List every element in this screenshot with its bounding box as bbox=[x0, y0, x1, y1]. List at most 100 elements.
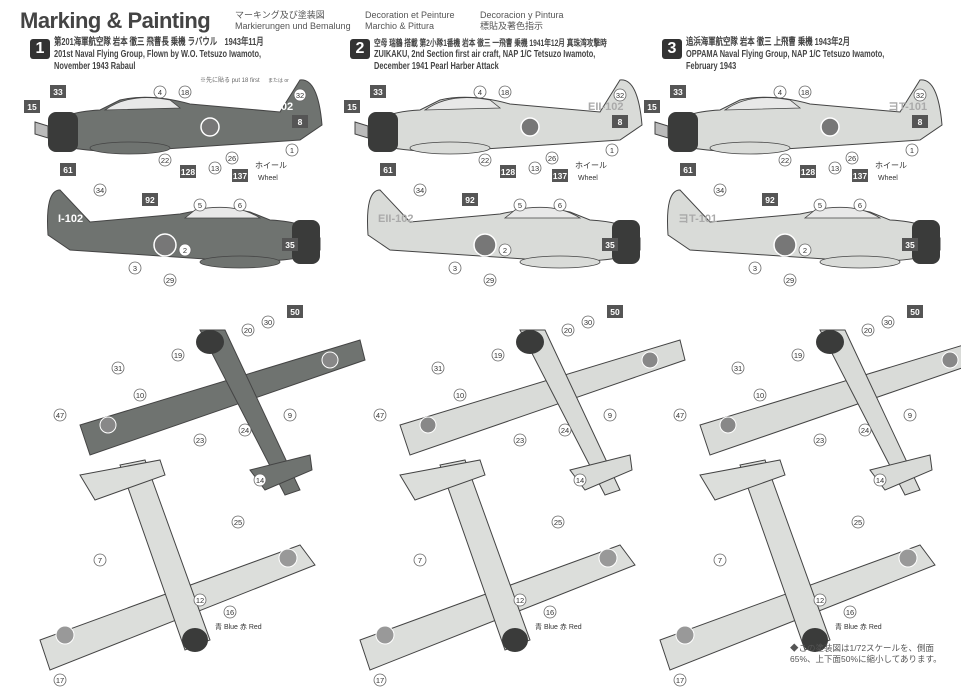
callout-15: 15 bbox=[24, 100, 40, 113]
canopy bbox=[723, 97, 802, 111]
callout-30: 30 bbox=[881, 315, 895, 329]
callout-number: 4 bbox=[158, 88, 162, 97]
callout-number: 25 bbox=[854, 518, 862, 527]
fuselage bbox=[367, 189, 641, 263]
hinomaru-roundel bbox=[200, 117, 220, 137]
wing bbox=[79, 339, 366, 456]
scheme-title-en: ZUIKAKU, 2nd Section first air craft, NA… bbox=[374, 49, 596, 60]
callout-circle bbox=[178, 243, 192, 257]
callout-circle bbox=[53, 408, 67, 422]
fuselage bbox=[739, 459, 831, 651]
callout-circle bbox=[558, 423, 572, 437]
callout-circle bbox=[513, 198, 527, 212]
fuselage bbox=[667, 189, 941, 263]
drop-tank bbox=[819, 255, 901, 269]
callout-number: 5 bbox=[198, 201, 202, 210]
callout-number: 14 bbox=[256, 476, 264, 485]
callout-number: 23 bbox=[816, 436, 824, 445]
callout-26: 26 bbox=[845, 151, 859, 165]
callout-circle bbox=[241, 323, 255, 337]
callout-50: 50 bbox=[907, 305, 923, 318]
callout-17: 17 bbox=[53, 673, 67, 687]
callout-5: 5 bbox=[513, 198, 527, 212]
callout-35: 35 bbox=[602, 238, 618, 251]
callout-15: 15 bbox=[344, 100, 360, 113]
scheme-title-en: February 1943 bbox=[686, 61, 737, 72]
callout-box bbox=[762, 193, 778, 206]
callout-number: 6 bbox=[558, 201, 562, 210]
callout-circle bbox=[231, 515, 245, 529]
callout-number: 34 bbox=[716, 186, 724, 195]
callout-circle bbox=[605, 143, 619, 157]
callout-circle bbox=[491, 348, 505, 362]
scheme-title-en: 201st Naval Flying Group, Flown by W.O. … bbox=[54, 49, 262, 60]
callout-25: 25 bbox=[851, 515, 865, 529]
callout-circle bbox=[133, 388, 147, 402]
wheel-label: ホイール bbox=[875, 161, 907, 170]
hinomaru-roundel bbox=[941, 351, 959, 369]
hinomaru-roundel bbox=[641, 351, 659, 369]
callout-circle bbox=[551, 515, 565, 529]
callout-23: 23 bbox=[813, 433, 827, 447]
callout-circle bbox=[498, 85, 512, 99]
canopy bbox=[103, 97, 182, 111]
subtitle-cn: 標貼及著色指示 bbox=[480, 21, 544, 31]
callout-circle bbox=[813, 593, 827, 607]
callout-circle bbox=[861, 323, 875, 337]
callout-number: 17 bbox=[56, 676, 64, 685]
callout-circle bbox=[171, 348, 185, 362]
callout-2: 2 bbox=[798, 243, 812, 257]
scheme-1-header: 1 第201海軍航空隊 岩本 徹三 飛曹長 乗機 ラバウル 1943年11月 2… bbox=[30, 37, 320, 75]
callout-number: 35 bbox=[905, 240, 915, 250]
callout-number: 30 bbox=[884, 318, 892, 327]
scheme-title-jp: 追浜海軍航空隊 岩本 徹三 上飛曹 乗機 1943年2月 bbox=[686, 37, 851, 48]
callout-circle bbox=[828, 161, 842, 175]
callout-circle bbox=[851, 515, 865, 529]
scheme-number: 1 bbox=[30, 39, 50, 59]
callout-7: 7 bbox=[93, 553, 107, 567]
callout-number: 26 bbox=[228, 154, 236, 163]
callout-9: 9 bbox=[903, 408, 917, 422]
hinomaru-roundel bbox=[55, 625, 75, 645]
callout-number: 5 bbox=[518, 201, 522, 210]
callout-number: 7 bbox=[418, 556, 422, 565]
callout-number: 20 bbox=[244, 326, 252, 335]
callout-4: 4 bbox=[153, 85, 167, 99]
callout-number: 29 bbox=[486, 276, 494, 285]
callout-47: 47 bbox=[673, 408, 687, 422]
callout-24: 24 bbox=[238, 423, 252, 437]
callout-circle bbox=[753, 388, 767, 402]
callout-8: 8 bbox=[612, 115, 628, 128]
callout-number: 18 bbox=[501, 88, 509, 97]
callout-number: 14 bbox=[576, 476, 584, 485]
callout-number: 128 bbox=[801, 167, 815, 177]
callout-circle bbox=[153, 85, 167, 99]
callout-3: 3 bbox=[748, 261, 762, 275]
fuselage bbox=[819, 329, 921, 496]
callout-6: 6 bbox=[233, 198, 247, 212]
wheel-label-en: Wheel bbox=[578, 175, 598, 182]
callout-box bbox=[680, 163, 696, 176]
callout-1: 1 bbox=[285, 143, 299, 157]
callout-number: 8 bbox=[918, 117, 923, 127]
callout-50: 50 bbox=[287, 305, 303, 318]
callout-number: 92 bbox=[765, 195, 775, 205]
callout-circle bbox=[798, 243, 812, 257]
callout-circle bbox=[53, 673, 67, 687]
callout-34: 34 bbox=[413, 183, 427, 197]
callout-number: 34 bbox=[96, 186, 104, 195]
hinomaru-roundel bbox=[898, 548, 918, 568]
callout-number: 19 bbox=[494, 351, 502, 360]
callout-number: 12 bbox=[516, 596, 524, 605]
callout-number: 25 bbox=[234, 518, 242, 527]
hinomaru-roundel bbox=[773, 233, 797, 257]
callout-number: 30 bbox=[264, 318, 272, 327]
callout-box bbox=[60, 163, 76, 176]
hinomaru-roundel bbox=[419, 416, 437, 434]
propeller-spinner bbox=[354, 121, 369, 139]
callout-number: 18 bbox=[181, 88, 189, 97]
callout-number: 10 bbox=[136, 391, 144, 400]
cowling bbox=[48, 112, 78, 152]
callout-circle bbox=[498, 243, 512, 257]
